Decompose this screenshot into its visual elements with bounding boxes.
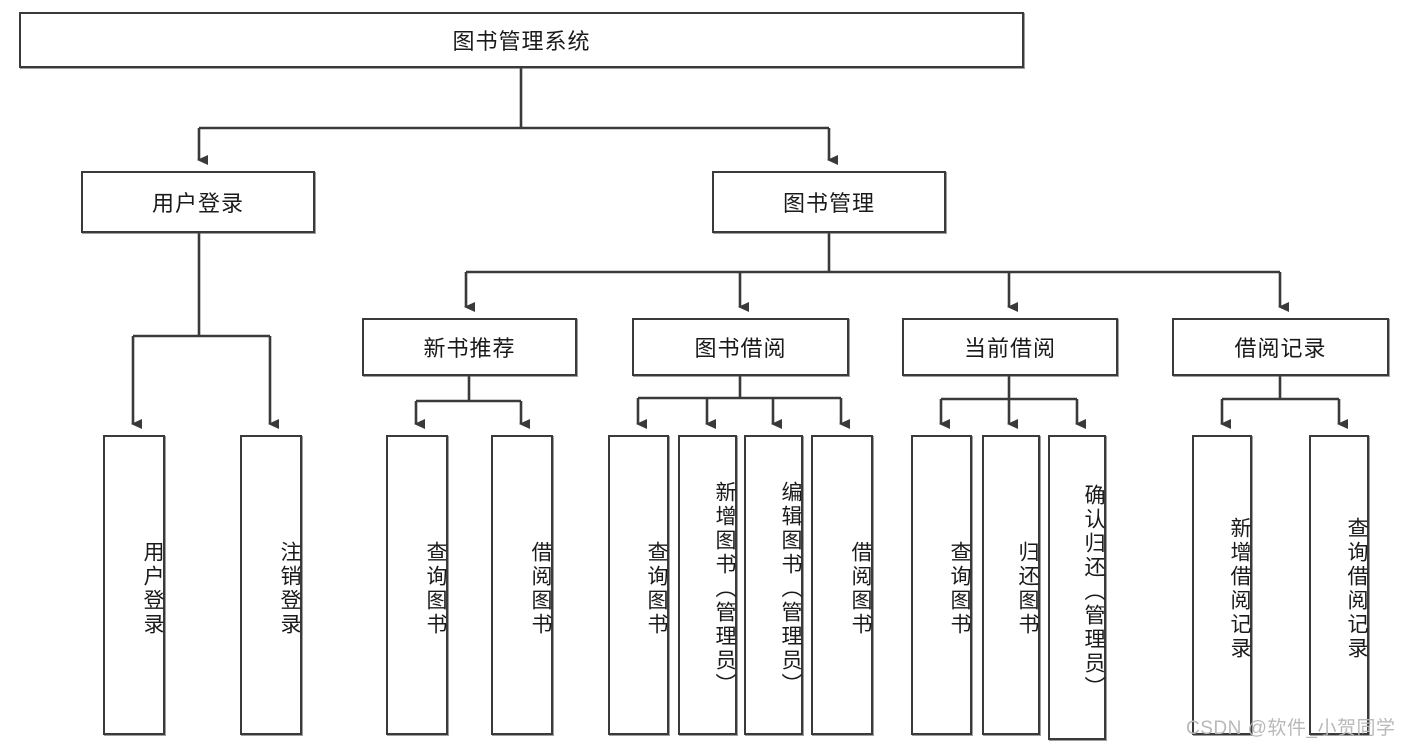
leaf-label: 归还图书 [1016,541,1039,637]
leaf-label: 查询图书 [645,541,668,637]
node-root[interactable]: 图书管理系统 [19,12,1024,68]
node-book-management[interactable]: 图书管理 [712,171,946,233]
node-user-login[interactable]: 用户登录 [81,171,315,233]
leaf-borrow-query-book[interactable]: 查询图书 [608,435,669,735]
node-book-management-label: 图书管理 [782,191,875,216]
leaf-label: 用户登录 [141,541,164,637]
leaf-label: 确认归还（管理员） [1082,483,1105,700]
node-book-borrow-label: 图书借阅 [694,336,787,361]
leaf-recommend-query-book[interactable]: 查询图书 [386,435,448,735]
leaf-user-login-logout[interactable]: 注销登录 [240,435,302,735]
leaf-current-return-book[interactable]: 归还图书 [982,435,1040,735]
node-borrow-record[interactable]: 借阅记录 [1172,318,1389,376]
leaf-label: 查询图书 [948,541,971,637]
leaf-borrow-borrow-book[interactable]: 借阅图书 [811,435,873,735]
node-borrow-record-label: 借阅记录 [1234,336,1327,361]
node-user-login-label: 用户登录 [151,191,244,216]
leaf-label: 新增图书（管理员） [713,481,736,697]
leaf-record-query-record[interactable]: 查询借阅记录 [1309,435,1369,735]
leaf-label: 新增借阅记录 [1228,517,1251,661]
leaf-label: 借阅图书 [849,541,872,637]
node-new-book-recommend[interactable]: 新书推荐 [362,318,577,376]
leaf-label: 借阅图书 [529,541,552,637]
node-current-borrow-label: 当前借阅 [963,336,1056,361]
leaf-label: 编辑图书（管理员） [779,481,802,697]
leaf-recommend-borrow-book[interactable]: 借阅图书 [491,435,553,735]
leaf-label: 查询借阅记录 [1345,517,1368,661]
watermark: CSDN @软件_小贺同学 [1186,718,1396,739]
leaf-user-login-login[interactable]: 用户登录 [103,435,165,735]
leaf-record-add-record[interactable]: 新增借阅记录 [1192,435,1252,735]
leaf-borrow-add-book-admin[interactable]: 新增图书（管理员） [678,435,737,735]
node-root-label: 图书管理系统 [452,29,591,54]
node-current-borrow[interactable]: 当前借阅 [902,318,1118,376]
leaf-borrow-edit-book-admin[interactable]: 编辑图书（管理员） [744,435,803,735]
leaf-current-query-book[interactable]: 查询图书 [911,435,972,735]
node-book-borrow[interactable]: 图书借阅 [632,318,849,376]
leaf-label: 查询图书 [424,541,447,637]
node-new-book-recommend-label: 新书推荐 [423,336,516,361]
leaf-label: 注销登录 [278,541,301,637]
leaf-current-confirm-return-admin[interactable]: 确认归还（管理员） [1048,435,1106,740]
